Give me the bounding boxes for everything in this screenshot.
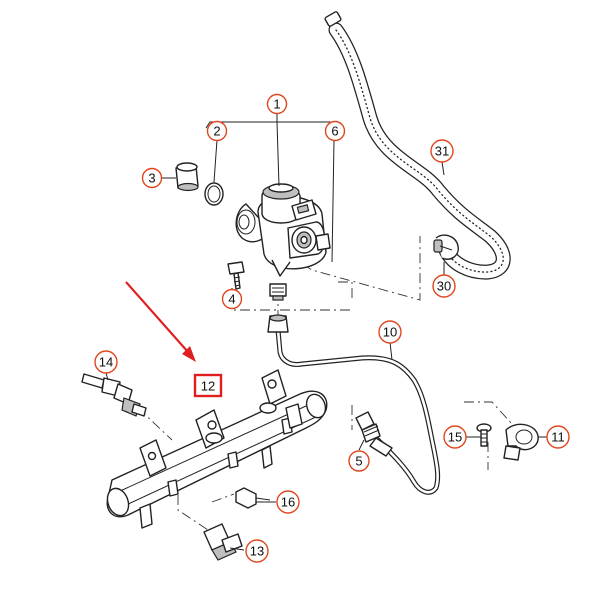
- svg-text:11: 11: [551, 430, 565, 445]
- callout-11: 11: [546, 425, 570, 449]
- hose-clamp: [433, 234, 459, 260]
- svg-text:1: 1: [273, 97, 280, 112]
- svg-text:3: 3: [148, 171, 155, 186]
- pipe-clip: [503, 423, 539, 461]
- screw: [476, 423, 492, 447]
- high-pressure-pipe: [267, 314, 441, 495]
- svg-text:13: 13: [250, 544, 264, 559]
- pipe-union-upper: [269, 283, 287, 301]
- assembly-line: [464, 401, 513, 425]
- callout-15: 15: [443, 425, 467, 449]
- callout-16: 16: [276, 490, 300, 514]
- callout-1: 1: [266, 93, 288, 115]
- callout-3: 3: [141, 167, 163, 189]
- callout-12-highlighted: 12: [193, 373, 223, 398]
- fuel-rail: [106, 369, 328, 529]
- svg-text:15: 15: [448, 430, 462, 445]
- callout-10: 10: [378, 320, 402, 344]
- assembly-line: [231, 298, 352, 311]
- pressure-sensor: [81, 373, 147, 417]
- callout-31: 31: [430, 139, 454, 163]
- callout-13: 13: [245, 539, 269, 563]
- sealing-plug: [203, 523, 243, 561]
- assembly-line: [338, 281, 353, 300]
- callout-30: 30: [432, 274, 456, 298]
- svg-text:30: 30: [437, 279, 451, 294]
- assembly-line: [211, 493, 235, 503]
- o-ring: [204, 182, 224, 206]
- svg-text:5: 5: [355, 454, 362, 469]
- svg-text:2: 2: [213, 124, 220, 139]
- fuel-hose: [324, 11, 511, 280]
- svg-text:14: 14: [99, 355, 113, 370]
- callout-4: 4: [221, 288, 243, 310]
- svg-text:4: 4: [228, 292, 235, 307]
- high-pressure-pump: [235, 183, 331, 277]
- sleeve-part: [175, 162, 199, 192]
- callout-6: 6: [324, 120, 346, 142]
- svg-text:6: 6: [331, 124, 338, 139]
- svg-text:31: 31: [435, 144, 449, 159]
- callout-2: 2: [206, 120, 228, 142]
- svg-text:16: 16: [281, 495, 295, 510]
- pointer-arrow: [125, 281, 196, 362]
- bolt: [227, 261, 245, 290]
- assembly-line: [177, 475, 209, 531]
- svg-text:12: 12: [201, 379, 215, 394]
- bolt: [235, 487, 271, 509]
- svg-text:10: 10: [383, 325, 397, 340]
- callout-5: 5: [348, 450, 370, 472]
- callout-14: 14: [94, 350, 118, 374]
- pipe-union-lower: [355, 411, 381, 443]
